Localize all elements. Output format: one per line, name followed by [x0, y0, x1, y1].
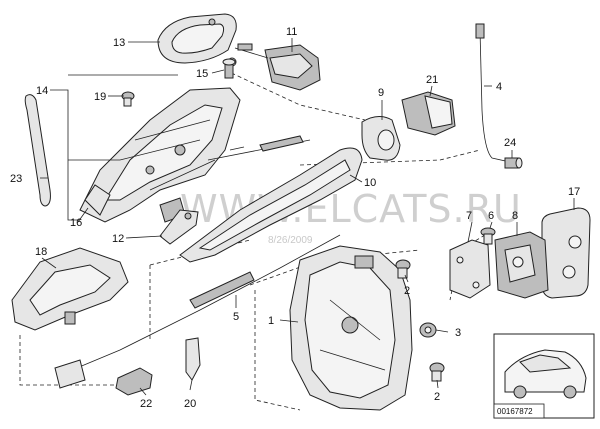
label-23: 23: [10, 173, 22, 185]
label-20: 20: [184, 398, 196, 410]
label-16: 16: [70, 217, 82, 229]
label-24: 24: [504, 137, 516, 149]
part-7-shim: [449, 239, 491, 299]
label-13: 13: [113, 37, 125, 49]
label-3: 3: [455, 327, 461, 339]
label-21: 21: [426, 74, 438, 86]
label-2-lower: 2: [434, 391, 440, 403]
part-15-screw: [222, 58, 236, 79]
diagram-code: 00167872: [497, 407, 533, 416]
part-23-seal: [24, 94, 51, 207]
part-20-bracket: [185, 337, 201, 381]
label-12: 12: [112, 233, 124, 245]
label-10: 10: [364, 177, 376, 189]
part-4-rod: [475, 23, 511, 163]
part-19-screw: [121, 91, 135, 107]
part-13-handle-bezel: [157, 13, 237, 64]
label-14: 14: [36, 85, 48, 97]
label-4: 4: [496, 81, 502, 93]
part-22-block: [115, 367, 153, 396]
part-2-screw-lower: [429, 362, 445, 382]
part-10-outer-handle: [179, 147, 363, 263]
part-14-carrier: [79, 87, 241, 223]
linkage-rods: [207, 135, 311, 161]
label-2-upper: 2: [404, 285, 410, 297]
label-18: 18: [35, 246, 47, 258]
part-8-striker: [494, 231, 549, 299]
part-3-washer: [419, 322, 437, 338]
part-1-lock-body: [289, 245, 413, 411]
part-18-inner-housing: [11, 247, 129, 331]
label-7: 7: [466, 210, 472, 222]
part-24-fitting: [504, 157, 523, 169]
part-9-end-cap: [361, 116, 401, 161]
part-5-cable: [54, 234, 341, 389]
part-2-screw-upper: [395, 259, 411, 279]
label-17: 17: [568, 186, 580, 198]
vehicle-thumbnail: 00167872: [493, 333, 595, 419]
part-12-cover: [159, 209, 199, 245]
label-19: 19: [94, 91, 106, 103]
label-15: 15: [196, 68, 208, 80]
label-11: 11: [286, 26, 297, 38]
part-11-lock-cylinder: [227, 43, 321, 91]
part-6-screw: [480, 227, 496, 245]
label-6: 6: [488, 210, 494, 222]
part-21-cap: [401, 91, 456, 136]
date-stamp: 8/26/2009: [268, 235, 313, 246]
label-22: 22: [140, 398, 152, 410]
part-17-striker-cover: [541, 207, 591, 299]
leader-lines: [40, 38, 575, 396]
label-9: 9: [378, 87, 384, 99]
label-8: 8: [512, 210, 518, 222]
label-5: 5: [233, 311, 239, 323]
label-1: 1: [268, 315, 274, 327]
part-labels: 13 11 15 14 19 9 21 4 24 23 10 17 16 7 6…: [10, 26, 580, 410]
